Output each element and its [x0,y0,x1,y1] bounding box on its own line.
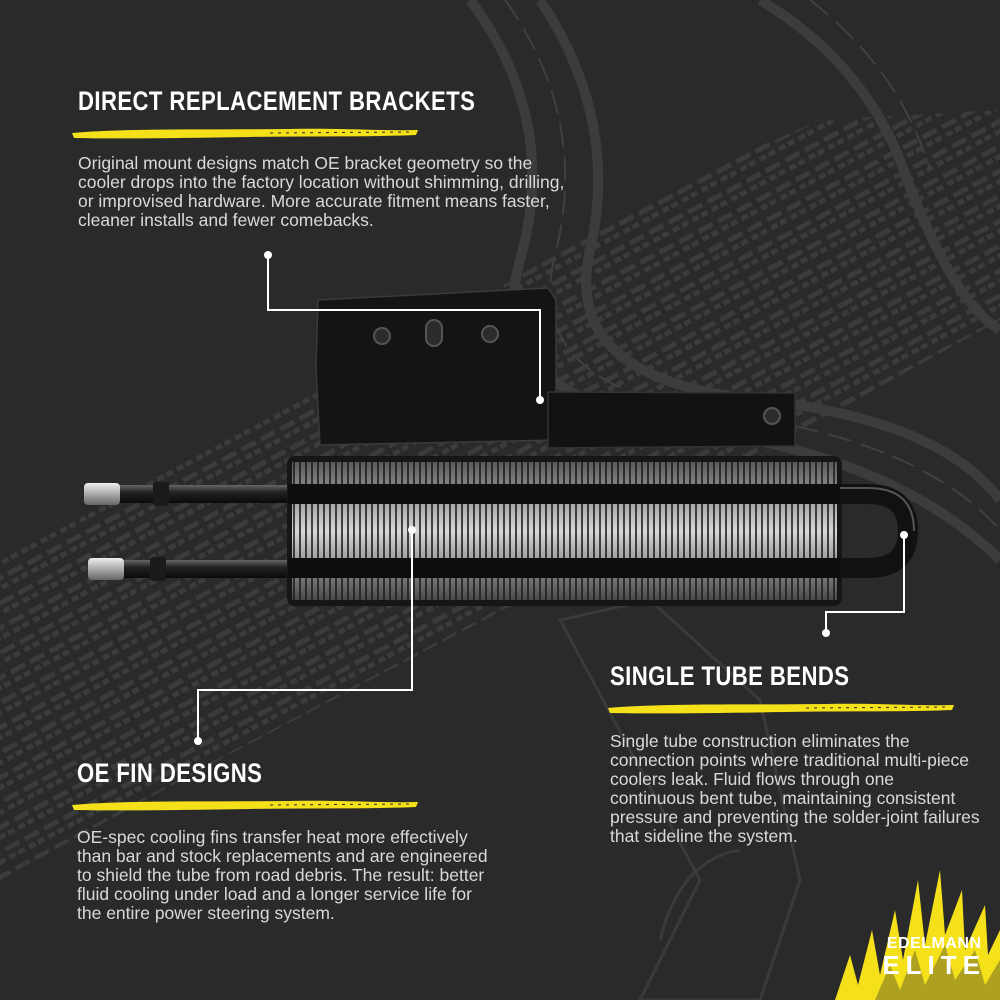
callout-dot [194,737,202,745]
logo-line1: EDELMANN [886,935,982,952]
callout-dot [536,396,544,404]
brush-stroke-underline-icon [72,128,418,139]
section-body-brackets: Original mount designs match OE bracket … [78,153,565,230]
callout-dot [408,526,416,534]
section-heading-brackets: DIRECT REPLACEMENT BRACKETS [78,86,476,116]
section-heading-fin-designs: OE FIN DESIGNS [77,758,263,788]
callout-dot [900,531,908,539]
section-body-fin-designs: OE-spec cooling fins transfer heat more … [77,827,488,923]
section-body-tube-bends: Single tube construction eliminates the … [610,731,980,846]
callout-dot [822,629,830,637]
logo-line2: ELITE [882,950,986,980]
section-heading-tube-bends: SINGLE TUBE BENDS [610,661,850,691]
brush-stroke-underline-icon [608,703,954,714]
brush-stroke-underline-icon [72,800,418,811]
edelmann-elite-logo: EDELMANN ELITE [882,935,986,980]
callout-dot [264,251,272,259]
